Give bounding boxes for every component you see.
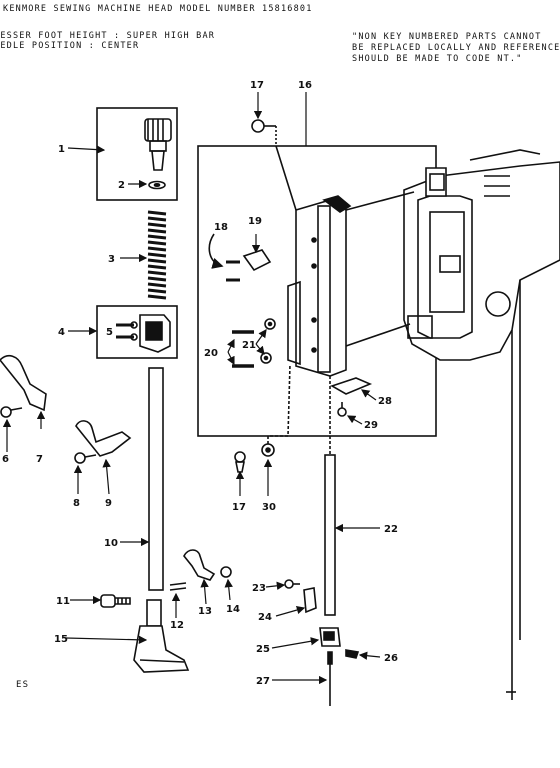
screw-23 bbox=[284, 579, 300, 589]
callout-23: 23 bbox=[252, 583, 266, 594]
lever-9 bbox=[75, 420, 132, 457]
callout-19: 19 bbox=[248, 216, 262, 227]
callout-8: 8 bbox=[73, 498, 80, 509]
needle-bar-22 bbox=[324, 454, 336, 616]
callout-17-top: 17 bbox=[250, 80, 264, 91]
callout-21: 21 bbox=[242, 340, 256, 351]
presser-foot-spec: RESSER FOOT HEIGHT : SUPER HIGH BAR bbox=[0, 31, 216, 41]
needle-position-spec: EEDLE POSITION : CENTER bbox=[0, 41, 140, 51]
callout-22: 22 bbox=[384, 524, 398, 535]
callout-1: 1 bbox=[58, 144, 65, 155]
leader-to-head-bottom bbox=[345, 323, 411, 347]
presser-lifter-7 bbox=[0, 354, 47, 412]
presser-bar-spring bbox=[147, 210, 167, 300]
presser-foot-15 bbox=[133, 599, 190, 673]
callout-3: 3 bbox=[108, 254, 115, 265]
parts-note-line-3: SHOULD BE MADE TO CODE NT." bbox=[352, 54, 523, 64]
screw-12 bbox=[169, 582, 187, 591]
washers-21 bbox=[260, 318, 276, 364]
callout-20: 20 bbox=[204, 348, 218, 359]
callout-4: 4 bbox=[58, 327, 65, 338]
thread-guide-24 bbox=[303, 587, 317, 614]
screws-18 bbox=[208, 233, 240, 282]
callout-labels: 1 2 3 4 5 6 7 8 9 10 11 12 13 14 15 16 1… bbox=[2, 80, 398, 687]
callout-11: 11 bbox=[56, 596, 70, 607]
lifter-lever-13 bbox=[183, 549, 216, 581]
machine-head-casting bbox=[403, 149, 560, 700]
presser-foot-thumb-screw-11 bbox=[100, 594, 131, 608]
screw-6 bbox=[0, 406, 23, 418]
screws-20 bbox=[232, 330, 254, 368]
needle-clamp-25 bbox=[319, 627, 341, 647]
callout-13: 13 bbox=[198, 606, 212, 617]
presser-bar-guide-bracket bbox=[139, 314, 171, 353]
screw-8 bbox=[74, 452, 97, 464]
callout-24: 24 bbox=[258, 612, 272, 623]
guide-screws-5 bbox=[116, 321, 138, 341]
callout-5: 5 bbox=[106, 327, 113, 338]
diagram-title: KENMORE SEWING MACHINE HEAD MODEL NUMBER… bbox=[3, 4, 313, 14]
leader-to-head-top bbox=[345, 191, 415, 211]
callout-26: 26 bbox=[384, 653, 398, 664]
page-code: ES bbox=[16, 680, 30, 690]
thread-guide-19 bbox=[242, 249, 272, 272]
screw-17-top bbox=[251, 119, 276, 133]
needle-27 bbox=[327, 651, 333, 706]
callout-15: 15 bbox=[54, 634, 68, 645]
callout-14: 14 bbox=[226, 604, 240, 615]
callout-6: 6 bbox=[2, 454, 9, 465]
callout-25: 25 bbox=[256, 644, 270, 655]
callout-7: 7 bbox=[36, 454, 43, 465]
part-group-box-1 bbox=[96, 107, 178, 201]
parts-note-line-2: BE REPLACED LOCALLY AND REFERENCE bbox=[352, 43, 560, 53]
nut-14 bbox=[220, 566, 232, 578]
washer-30 bbox=[261, 443, 275, 457]
callout-29: 29 bbox=[364, 420, 378, 431]
presser-bar-10 bbox=[148, 367, 164, 591]
screw-29 bbox=[337, 402, 347, 417]
pressure-regulating-thumb-screw bbox=[144, 118, 172, 171]
callout-17-bottom: 17 bbox=[232, 502, 246, 513]
callout-10: 10 bbox=[104, 538, 118, 549]
callout-28: 28 bbox=[378, 396, 392, 407]
needle-clamp-28 bbox=[330, 377, 373, 395]
clamp-screw-26 bbox=[345, 649, 360, 659]
washer-2 bbox=[148, 180, 166, 190]
callout-27: 27 bbox=[256, 676, 270, 687]
callout-18: 18 bbox=[214, 222, 228, 233]
callout-12: 12 bbox=[170, 620, 184, 631]
callout-2: 2 bbox=[118, 180, 125, 191]
callout-30: 30 bbox=[262, 502, 276, 513]
needle-bar-frame bbox=[287, 195, 352, 377]
callout-arrows bbox=[2, 92, 381, 685]
callout-16: 16 bbox=[298, 80, 312, 91]
screw-17-bottom bbox=[234, 451, 246, 473]
parts-note-line-1: "NON KEY NUMBERED PARTS CANNOT bbox=[352, 32, 542, 42]
callout-9: 9 bbox=[105, 498, 112, 509]
